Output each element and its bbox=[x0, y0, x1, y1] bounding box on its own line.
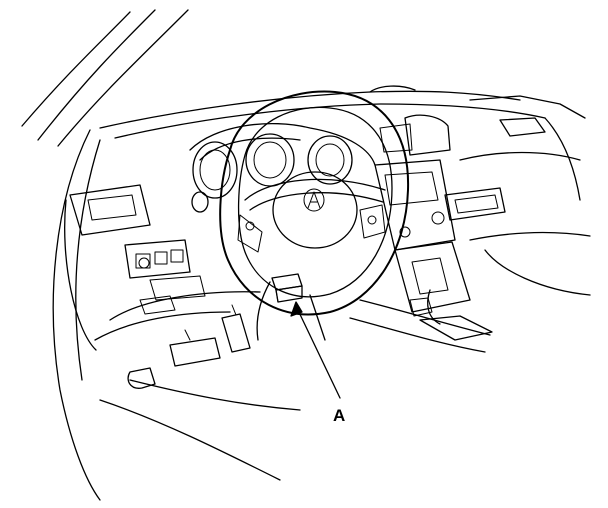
left-vent bbox=[64, 184, 151, 351]
lower-dash bbox=[94, 291, 261, 341]
callout-leader bbox=[290, 301, 341, 399]
center-stack bbox=[374, 114, 471, 313]
right-vent bbox=[444, 187, 506, 221]
a-pillar bbox=[21, 9, 189, 147]
callout-label-a: A bbox=[333, 406, 345, 425]
steering-column bbox=[256, 281, 326, 341]
acura-logo bbox=[303, 188, 325, 212]
left-switch-panel bbox=[124, 239, 206, 301]
floor-lines bbox=[99, 379, 301, 481]
door-frame bbox=[52, 129, 101, 501]
component-a[interactable] bbox=[271, 273, 303, 303]
dashboard-top bbox=[99, 85, 586, 201]
pedals bbox=[127, 304, 251, 389]
instrument-cluster bbox=[189, 123, 376, 213]
center-console bbox=[349, 289, 493, 353]
passenger-dash bbox=[459, 151, 591, 296]
